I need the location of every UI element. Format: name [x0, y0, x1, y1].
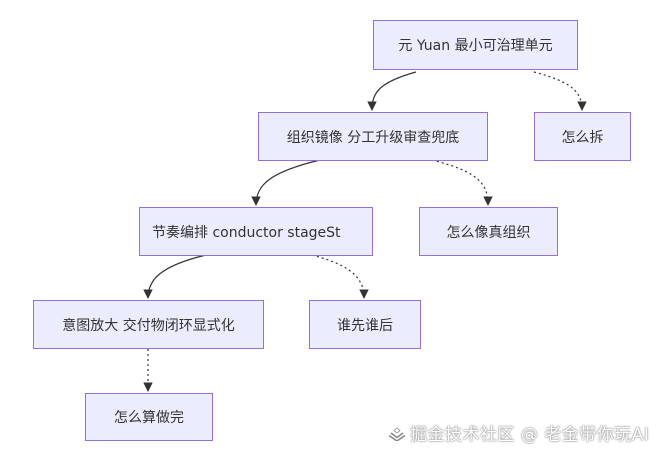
watermark: 掘金技术社区 @ 老金带你玩AI [388, 420, 649, 445]
edge-n4-n6 [143, 254, 207, 299]
edge-n1-n2 [367, 71, 417, 111]
edge-n4-n7 [311, 254, 369, 299]
edge-n2-n4 [251, 159, 321, 206]
juejin-logo-icon [388, 426, 406, 442]
node-like-real-org: 怎么像真组织 [419, 207, 558, 256]
node-rhythm-orchestration: 节奏编排 conductor stageSt [139, 207, 373, 256]
watermark-text: 掘金技术社区 @ 老金带你玩AI [410, 425, 650, 445]
edges-layer [143, 71, 587, 392]
edge-n1-n3 [533, 71, 587, 111]
node-org-mirror: 组织镜像 分工升级审查兜底 [258, 112, 488, 161]
node-who-first: 谁先谁后 [309, 300, 421, 349]
node-yuan-min-governable-unit: 元 Yuan 最小可治理单元 [373, 20, 578, 70]
node-intent-amplify: 意图放大 交付物闭环显式化 [33, 300, 264, 349]
node-how-to-split: 怎么拆 [534, 112, 631, 161]
node-when-done: 怎么算做完 [85, 393, 213, 441]
edge-n2-n5 [431, 159, 493, 206]
